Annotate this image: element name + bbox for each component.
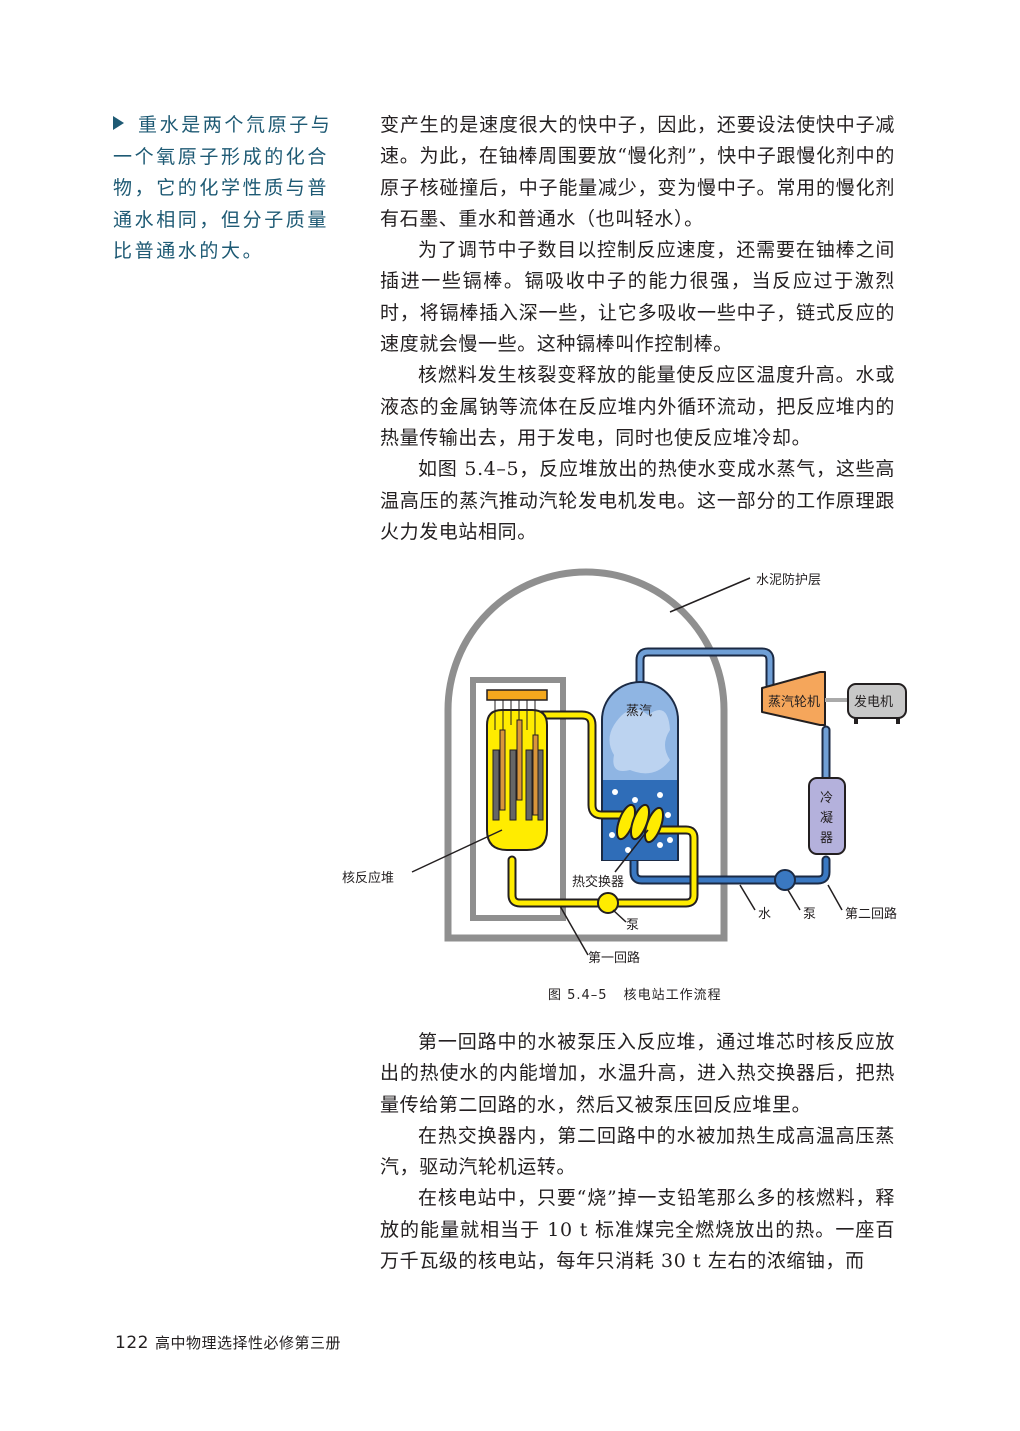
primary-loop-pipes	[507, 710, 699, 914]
paragraph: 核燃料发生核裂变释放的能量使反应区温度升高。水或液态的金属钠等流体在反应堆内外循…	[380, 364, 895, 449]
reactor-vessel	[486, 689, 548, 851]
paragraph: 在核电站中，只要“烧”掉一支铅笔那么多的核燃料，释放的能量就相当于 10 t 标…	[380, 1187, 895, 1273]
body-text-before-figure: 变产生的是速度很大的快中子，因此，还要设法使快中子减速。为此，在铀棒周围要放“慢…	[380, 110, 895, 548]
page-footer: 122 高中物理选择性必修第三册	[115, 1332, 341, 1353]
label-water: 水	[758, 907, 771, 922]
figure-title: 核电站工作流程	[623, 988, 722, 1003]
sidenote-text: 重水是两个氘原子与一个氧原子形成的化合物，它的化学性质与普通水相同，但分子质量比…	[113, 114, 333, 262]
paragraph: 在热交换器内，第二回路中的水被加热生成高温高压蒸汽，驱动汽轮机运转。	[380, 1124, 895, 1179]
secondary-loop-pipes	[629, 647, 831, 891]
label-condenser-2: 凝	[820, 810, 833, 826]
label-secondary-loop: 第二回路	[845, 906, 897, 922]
label-condenser-1: 冷	[820, 791, 833, 806]
generator: 发电机	[847, 683, 907, 724]
paragraph: 如图 5.4–5，反应堆放出的热使水变成水蒸气，这些高温高压的蒸汽推动汽轮发电机…	[380, 458, 895, 543]
book-title: 高中物理选择性必修第三册	[154, 1334, 341, 1352]
steam-turbine: 蒸汽轮机	[761, 671, 826, 726]
paragraph: 第一回路中的水被泵压入反应堆，通过堆芯时核反应放出的热使水的内能增加，水温升高，…	[380, 1031, 895, 1116]
paragraph: 为了调节中子数目以控制反应速度，还需要在铀棒之间插进一些镉棒。镉吸收中子的能力很…	[380, 239, 895, 356]
concrete-shield	[444, 568, 728, 942]
label-pump-secondary: 泵	[803, 907, 816, 922]
label-generator: 发电机	[854, 694, 893, 710]
body-text-after-figure: 第一回路中的水被泵压入反应堆，通过堆芯时核反应放出的热使水的内能增加，水温升高，…	[380, 1027, 895, 1277]
paragraph: 变产生的是速度很大的快中子，因此，还要设法使快中子减速。为此，在铀棒周围要放“慢…	[380, 114, 895, 230]
label-condenser-3: 器	[820, 831, 833, 846]
nuclear-plant-diagram: 水泥防护层 蒸汽	[330, 560, 930, 980]
label-primary-loop: 第一回路	[588, 950, 640, 966]
label-turbine: 蒸汽轮机	[768, 695, 820, 710]
label-heat-exchanger: 热交换器	[572, 874, 624, 890]
sidenote: 重水是两个氘原子与一个氧原子形成的化合物，它的化学性质与普通水相同，但分子质量比…	[113, 110, 345, 268]
triangle-bullet-icon	[113, 116, 124, 130]
page-number: 122	[115, 1333, 149, 1353]
label-reactor: 核反应堆	[342, 870, 394, 886]
label-steam: 蒸汽	[626, 704, 652, 719]
label-concrete-shield: 水泥防护层	[756, 572, 821, 588]
condenser: 冷 凝 器	[808, 777, 846, 855]
figure-number: 图 5.4–5	[548, 988, 608, 1003]
figure-caption: 图 5.4–5 核电站工作流程	[548, 984, 722, 1003]
label-pump-primary: 泵	[626, 918, 639, 933]
